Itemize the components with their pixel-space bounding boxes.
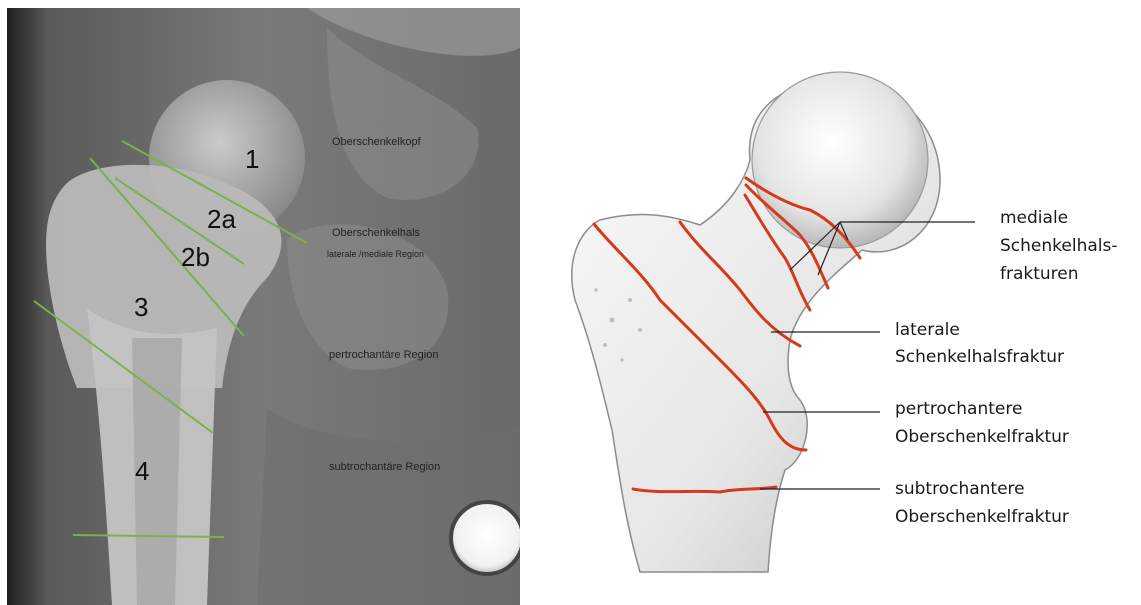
region-number-1: 1 (245, 144, 259, 174)
region-number-4: 4 (135, 456, 149, 486)
legend-medial-line2: Schenkelhals- (1000, 236, 1117, 256)
region-number-3: 3 (134, 292, 148, 322)
legend-lateral-line2: Schenkelhalsfraktur (895, 347, 1064, 367)
region-number-2a: 2a (207, 204, 236, 234)
label-neck-sub: laterale /mediale Region (327, 249, 424, 259)
region-number-2b: 2b (181, 242, 210, 272)
label-subtrochanteric: subtrochantäre Region (329, 461, 440, 473)
xray-image: 1 2a 2b 3 4 Oberschenkelkopf Oberschenke… (7, 8, 520, 605)
legend-pertro-line1: pertrochantere (895, 399, 1022, 419)
label-neck: Oberschenkelhals (332, 227, 421, 239)
legend-subtro-line2: Oberschenkelfraktur (895, 507, 1069, 527)
label-head: Oberschenkelkopf (332, 136, 422, 148)
label-pertrochanteric: pertrochantäre Region (329, 349, 438, 361)
legend-lateral-line1: laterale (895, 320, 960, 340)
legend-medial-line1: mediale (1000, 208, 1068, 228)
legend-medial-line3: frakturen (1000, 264, 1079, 284)
femur-illustration: mediale Schenkelhals- frakturen laterale… (540, 60, 1141, 605)
legend-subtro-line1: subtrochantere (895, 479, 1025, 499)
legend-pertro-line2: Oberschenkelfraktur (895, 427, 1069, 447)
